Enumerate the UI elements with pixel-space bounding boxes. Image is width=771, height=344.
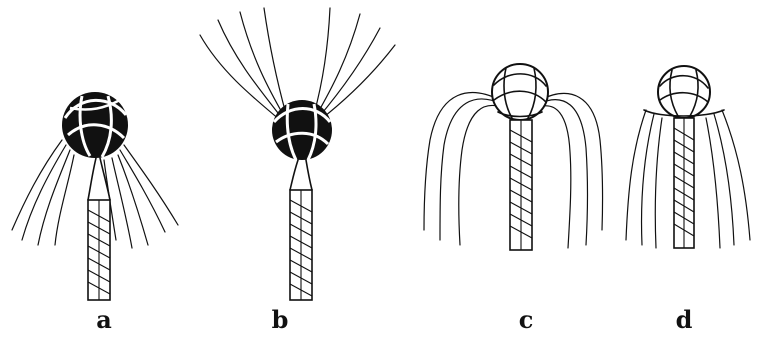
figure-d: d bbox=[610, 0, 771, 344]
knot-illustration-d bbox=[610, 0, 771, 300]
figure-label-b: b bbox=[260, 305, 300, 335]
knot-illustration-a bbox=[0, 0, 200, 300]
figure-label-a: a bbox=[84, 305, 124, 335]
knot-illustration-b bbox=[190, 0, 410, 300]
knot-illustration-c bbox=[410, 0, 610, 300]
figure-c: c bbox=[410, 0, 610, 344]
figure-label-d: d bbox=[664, 305, 704, 335]
figure-a: a bbox=[0, 0, 200, 344]
figure-b: b bbox=[190, 0, 410, 344]
figure-label-c: c bbox=[506, 305, 546, 335]
